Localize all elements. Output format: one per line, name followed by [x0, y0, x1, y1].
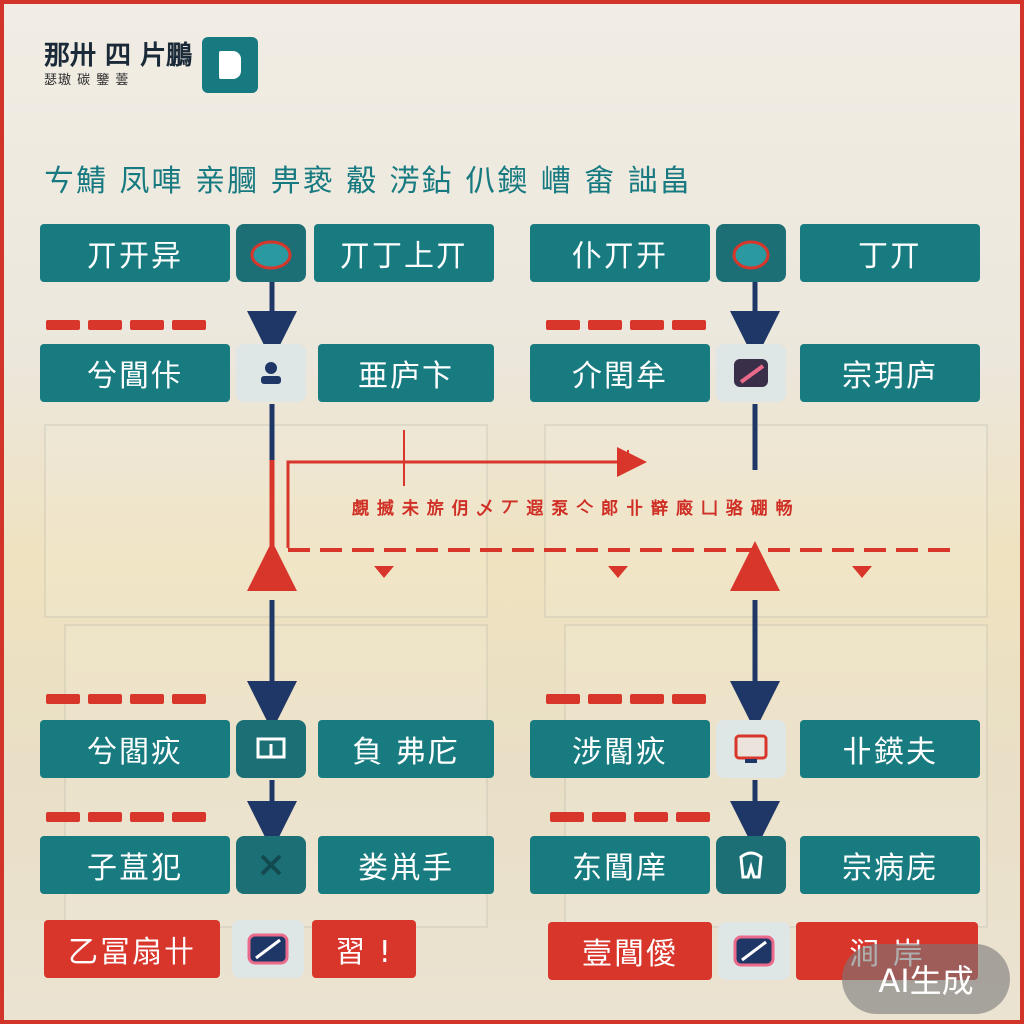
tablet-icon: [232, 920, 304, 978]
logo-text: 那卅 四 片鵬: [44, 40, 193, 71]
down-marker: [852, 566, 872, 578]
tool-icon: [236, 836, 306, 894]
logo-subtext: 瑟璈 碳 鑒 蕓: [44, 72, 130, 88]
left-row2-left-box: 兮閶佧: [40, 344, 230, 402]
right-dash-label-1: [546, 320, 706, 334]
left-dash-label-2: [46, 694, 206, 708]
left-top-right-box: 丌丁上丌: [314, 224, 494, 282]
tablet-icon: [718, 922, 790, 980]
header-logo: 那卅 四 片鵬 瑟璈 碳 鑒 蕓: [44, 34, 259, 96]
left-row3-right-box: 負 弗庀: [318, 720, 494, 778]
ai-generated-watermark: AI生成: [842, 944, 1010, 1014]
right-row3-right-box: 卝鍈夫: [800, 720, 980, 778]
logo-mark-icon: [202, 37, 259, 93]
right-top-left-box: 仆丌开: [530, 224, 710, 282]
tooth-icon: [716, 836, 786, 894]
right-top-right-box: 丁丌: [800, 224, 980, 282]
right-dash-label-3: [550, 812, 710, 826]
tablet-icon: [716, 344, 786, 402]
right-bottom-left-box: 壹閶僾: [548, 922, 712, 980]
right-dash-label-2: [546, 694, 706, 708]
down-marker: [374, 566, 394, 578]
cloud-icon: [236, 224, 306, 282]
diagram-subtitle: ㄘ鯖 凤唓 亲膕 畁亵 觳 淓鉆 仈鐭 嶆 畬 詘畠: [44, 164, 692, 199]
right-row3-left-box: 涉閽疢: [530, 720, 710, 778]
right-row2-left-box: 介閏牟: [530, 344, 710, 402]
right-row4-right-box: 宗病庑: [800, 836, 980, 894]
left-row4-right-box: 娄鼡手: [318, 836, 494, 894]
left-row3-left-box: 兮閻疢: [40, 720, 230, 778]
right-row2-right-box: 宗玥庐: [800, 344, 980, 402]
left-top-left-box: 丌开异: [40, 224, 230, 282]
down-marker: [608, 566, 628, 578]
panel-icon: [236, 720, 306, 778]
left-row2-right-box: 亜庐卞: [318, 344, 494, 402]
user-icon: [236, 344, 306, 402]
feedback-line: [286, 447, 647, 548]
feedback-note: 覷 揻 未 旂 仴 乄 丆 遐 泵 亽 郞 卝 辥 廄 凵 骆 硼 畅 許: [352, 499, 792, 519]
left-row4-left-box: 子蒀犯: [40, 836, 230, 894]
left-dash-label-3: [46, 812, 206, 826]
left-bottom-left-box: 乙冨扇卄: [44, 920, 220, 978]
right-row4-left-box: 东閶庠: [530, 836, 710, 894]
left-bottom-right-box: 習 !: [312, 920, 416, 978]
left-dash-label-1: [46, 320, 206, 334]
cloud-icon: [716, 224, 786, 282]
monitor-icon: [716, 720, 786, 778]
